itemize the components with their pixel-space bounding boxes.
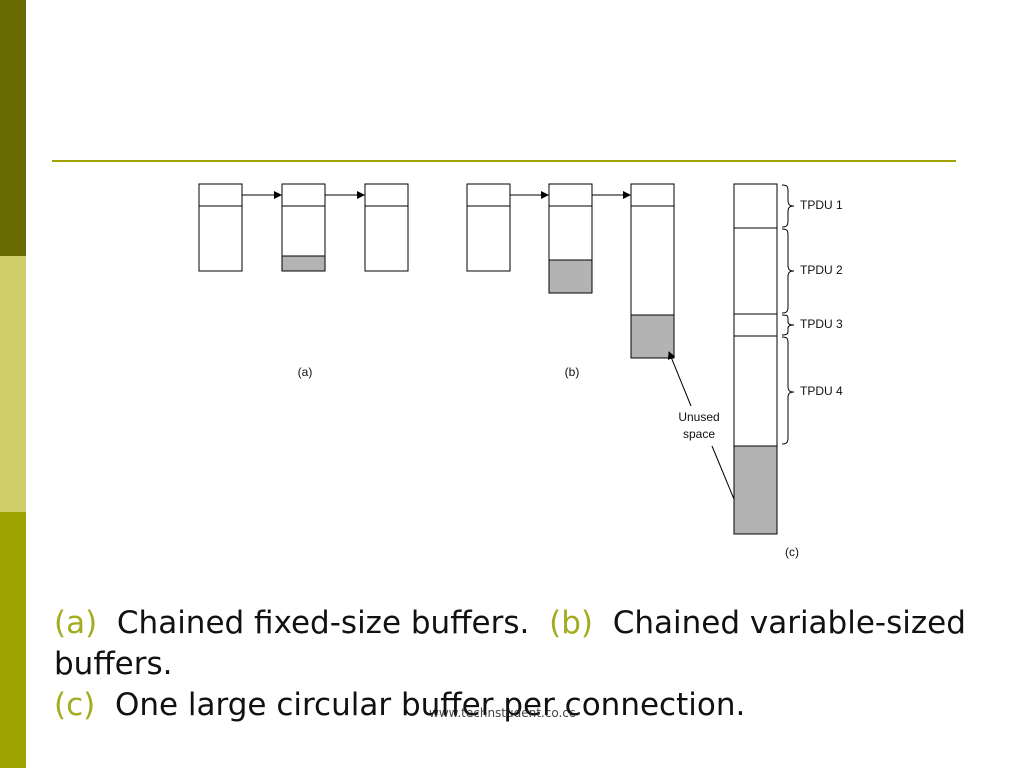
buffer-b3-unused-fill — [631, 315, 674, 358]
unused-space-line1: Unused — [678, 410, 719, 424]
diagram-a-fixed-buffers: (a) — [198, 183, 409, 379]
buffer-a2-unused-fill — [282, 256, 325, 271]
caption-tag-a: (a) — [54, 605, 98, 641]
sidebar-segment-bottom — [0, 512, 26, 768]
brace-tpdu-3 — [781, 314, 795, 336]
label-b: (b) — [565, 365, 580, 379]
footer-url: www.technstudent.co.cc — [429, 706, 576, 720]
slide-caption: (a) Chained fixed-size buffers. (b) Chai… — [54, 603, 1004, 726]
caption-tag-b: (b) — [549, 605, 593, 641]
diagram-c-circular-buffer: TPDU 1 TPDU 2 TPDU 3 TPDU 4 (c) — [733, 183, 843, 559]
buffer-c-unused-fill — [734, 446, 777, 534]
label-c: (c) — [785, 545, 799, 559]
caption-line-ab: (a) Chained fixed-size buffers. (b) Chai… — [54, 603, 1004, 685]
sidebar-decoration — [0, 0, 26, 768]
buffer-b1 — [466, 183, 511, 272]
buffer-a1 — [198, 183, 243, 272]
brace-tpdu-4 — [781, 336, 795, 445]
caption-text-c: One large circular buffer per connection… — [114, 687, 746, 723]
brace-tpdu-2 — [781, 228, 795, 314]
caption-line-c: (c) One large circular buffer per connec… — [54, 685, 1004, 726]
label-a: (a) — [298, 365, 313, 379]
caption-text-b: Chained variable-sized buffers. — [54, 605, 966, 682]
sidebar-segment-middle — [0, 256, 26, 512]
buffer-a3 — [364, 183, 409, 272]
diagram-b-variable-buffers: (b) — [466, 183, 675, 379]
buffer-b2 — [548, 183, 593, 294]
buffer-b2-unused-fill — [549, 260, 592, 293]
buffer-a2 — [281, 183, 326, 272]
tpdu-4-label: TPDU 4 — [800, 384, 843, 398]
unused-space-callout: Unused space — [667, 351, 743, 517]
caption-tag-c: (c) — [54, 687, 96, 723]
tpdu-1-label: TPDU 1 — [800, 198, 843, 212]
sidebar-segment-top — [0, 0, 26, 256]
buffer-diagram: (a) (b) Unused space TPDU 1 — [198, 183, 843, 559]
buffer-b3 — [630, 183, 675, 359]
title-divider-rule — [52, 160, 956, 162]
unused-arrow-to-b — [667, 351, 692, 407]
brace-tpdu-1 — [781, 184, 795, 228]
unused-space-line2: space — [683, 427, 715, 441]
tpdu-3-label: TPDU 3 — [800, 317, 843, 331]
tpdu-2-label: TPDU 2 — [800, 263, 843, 277]
buffer-c — [733, 183, 778, 535]
caption-text-a: Chained fixed-size buffers. — [116, 605, 530, 641]
